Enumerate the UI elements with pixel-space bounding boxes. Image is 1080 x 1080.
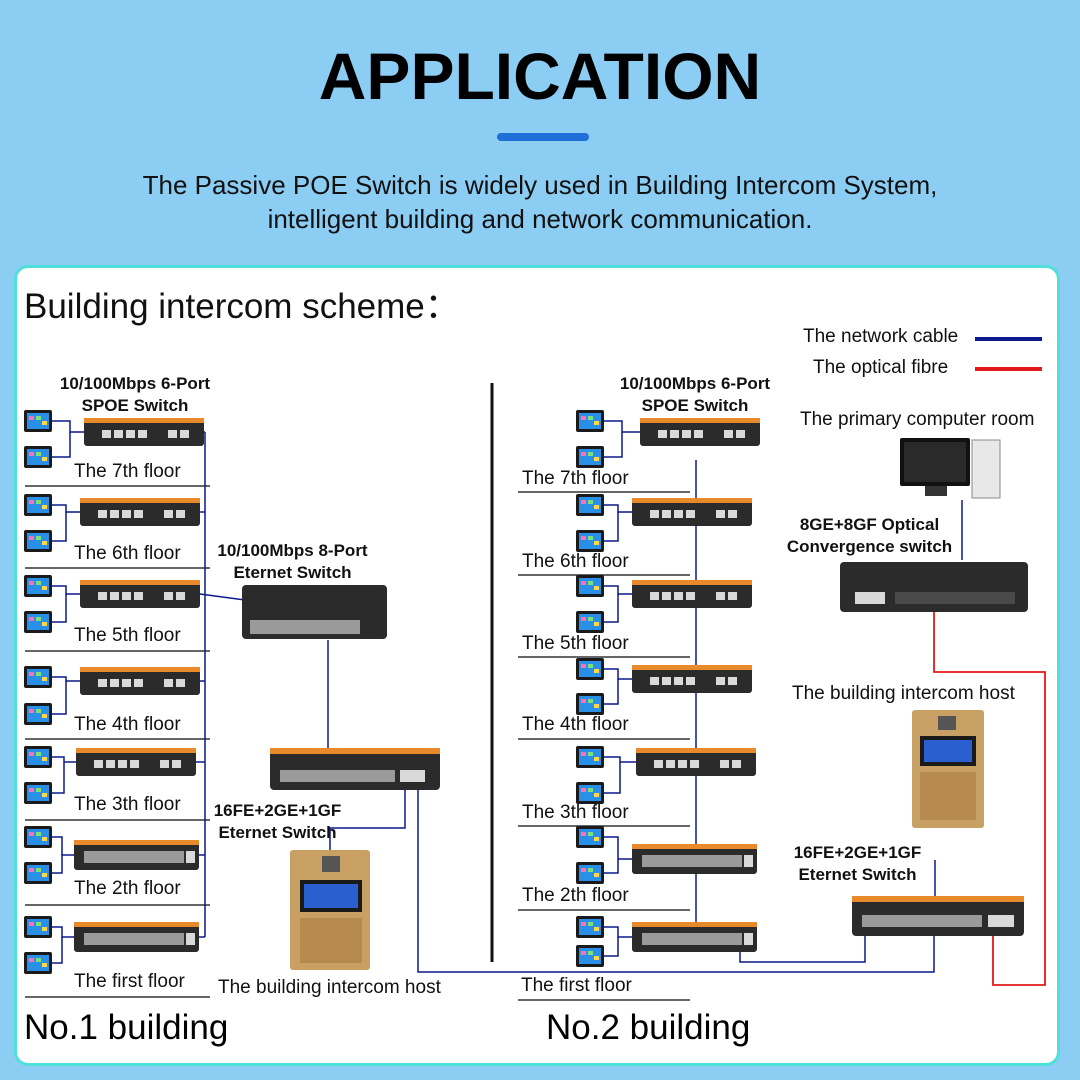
b1-poe-switch-label: 10/100Mbps 6-Port SPOE Switch [40,373,230,417]
b1-poe-switch-label-line2: SPOE Switch [81,396,189,415]
b2-host-label: The building intercom host [792,683,1015,704]
b1-panel-links [52,420,84,964]
b1-floor-3: The 3th floor [74,794,181,815]
b2-floor-7: The 7th floor [522,468,629,489]
b1-floor-6: The 6th floor [74,543,181,564]
computer-icon [900,438,1001,499]
b2-floor-5: The 5th floor [522,633,629,654]
b2-panel-links [604,420,640,957]
b2-poe-switch-label: 10/100Mbps 6-Port SPOE Switch [600,373,790,417]
optical-switch-label-line2: Convergence switch [786,537,953,556]
b1-floor-7: The 7th floor [74,461,181,482]
primary-computer-room-label: The primary computer room [800,409,1035,430]
b1-intercom-host [290,850,370,970]
b1-core-switch-label: 16FE+2GE+1GF Eternet Switch [195,800,360,844]
optical-switch-label-line1: 8GE+8GF Optical [799,515,940,534]
b2-core-switch [852,896,1024,936]
optical-switch-label: 8GE+8GF Optical Convergence switch [782,514,957,558]
building-1-name: No.1 building [24,1008,229,1047]
b1-floor-underlines [25,485,210,998]
b1-floor-2: The 2th floor [74,878,181,899]
b1-floor-5: The 5th floor [74,625,181,646]
b1-8port-switch [242,585,387,639]
b2-core-switch-label-line1: 16FE+2GE+1GF [793,843,922,862]
b2-floor-3: The 3th floor [522,802,629,823]
b2-devices [576,410,760,967]
b2-core-switch-label: 16FE+2GE+1GF Eternet Switch [780,842,935,886]
b1-host-label: The building intercom host [218,977,441,998]
b2-floor-6: The 6th floor [522,551,629,572]
subtitle-line-2: intelligent building and network communi… [267,204,813,234]
b1-core-switch [270,748,440,790]
b1-poe-switch-label-line1: 10/100Mbps 6-Port [59,374,211,393]
legend-network-cable-label: The network cable [803,326,959,347]
scheme-title: Building intercom scheme： [24,287,460,326]
b1-8port-switch-label-line1: 10/100Mbps 8-Port [217,541,368,560]
page-subtitle: The Passive POE Switch is widely used in… [60,168,1020,236]
b2-intercom-host [912,710,984,828]
b2-floor-4: The 4th floor [522,714,629,735]
b2-floor-1: The first floor [521,975,632,996]
subtitle-line-1: The Passive POE Switch is widely used in… [142,170,938,200]
b2-floor-2: The 2th floor [522,885,629,906]
b1-core-switch-label-line2: Eternet Switch [218,823,337,842]
b1-devices [24,410,204,974]
b2-floor-underlines [518,491,690,1001]
page-title: APPLICATION [318,39,762,113]
b2-poe-switch-label-line1: 10/100Mbps 6-Port [619,374,771,393]
legend-optical-fibre-label: The optical fibre [813,357,949,378]
b1-8port-switch-label-line2: Eternet Switch [233,563,352,582]
b2-core-switch-label-line2: Eternet Switch [798,865,917,884]
title-underline [497,133,589,141]
b2-poe-switch-label-line2: SPOE Switch [641,396,749,415]
b1-core-switch-label-line1: 16FE+2GE+1GF [213,801,342,820]
building-2-name: No.2 building [546,1008,751,1047]
b1-floor-4: The 4th floor [74,714,181,735]
b1-8port-switch-label: 10/100Mbps 8-Port Eternet Switch [200,540,385,584]
b1-floor-1: The first floor [74,971,185,992]
optical-convergence-switch [840,562,1028,612]
b1-trunk [196,431,935,973]
optical-fibre-links [933,610,1046,986]
